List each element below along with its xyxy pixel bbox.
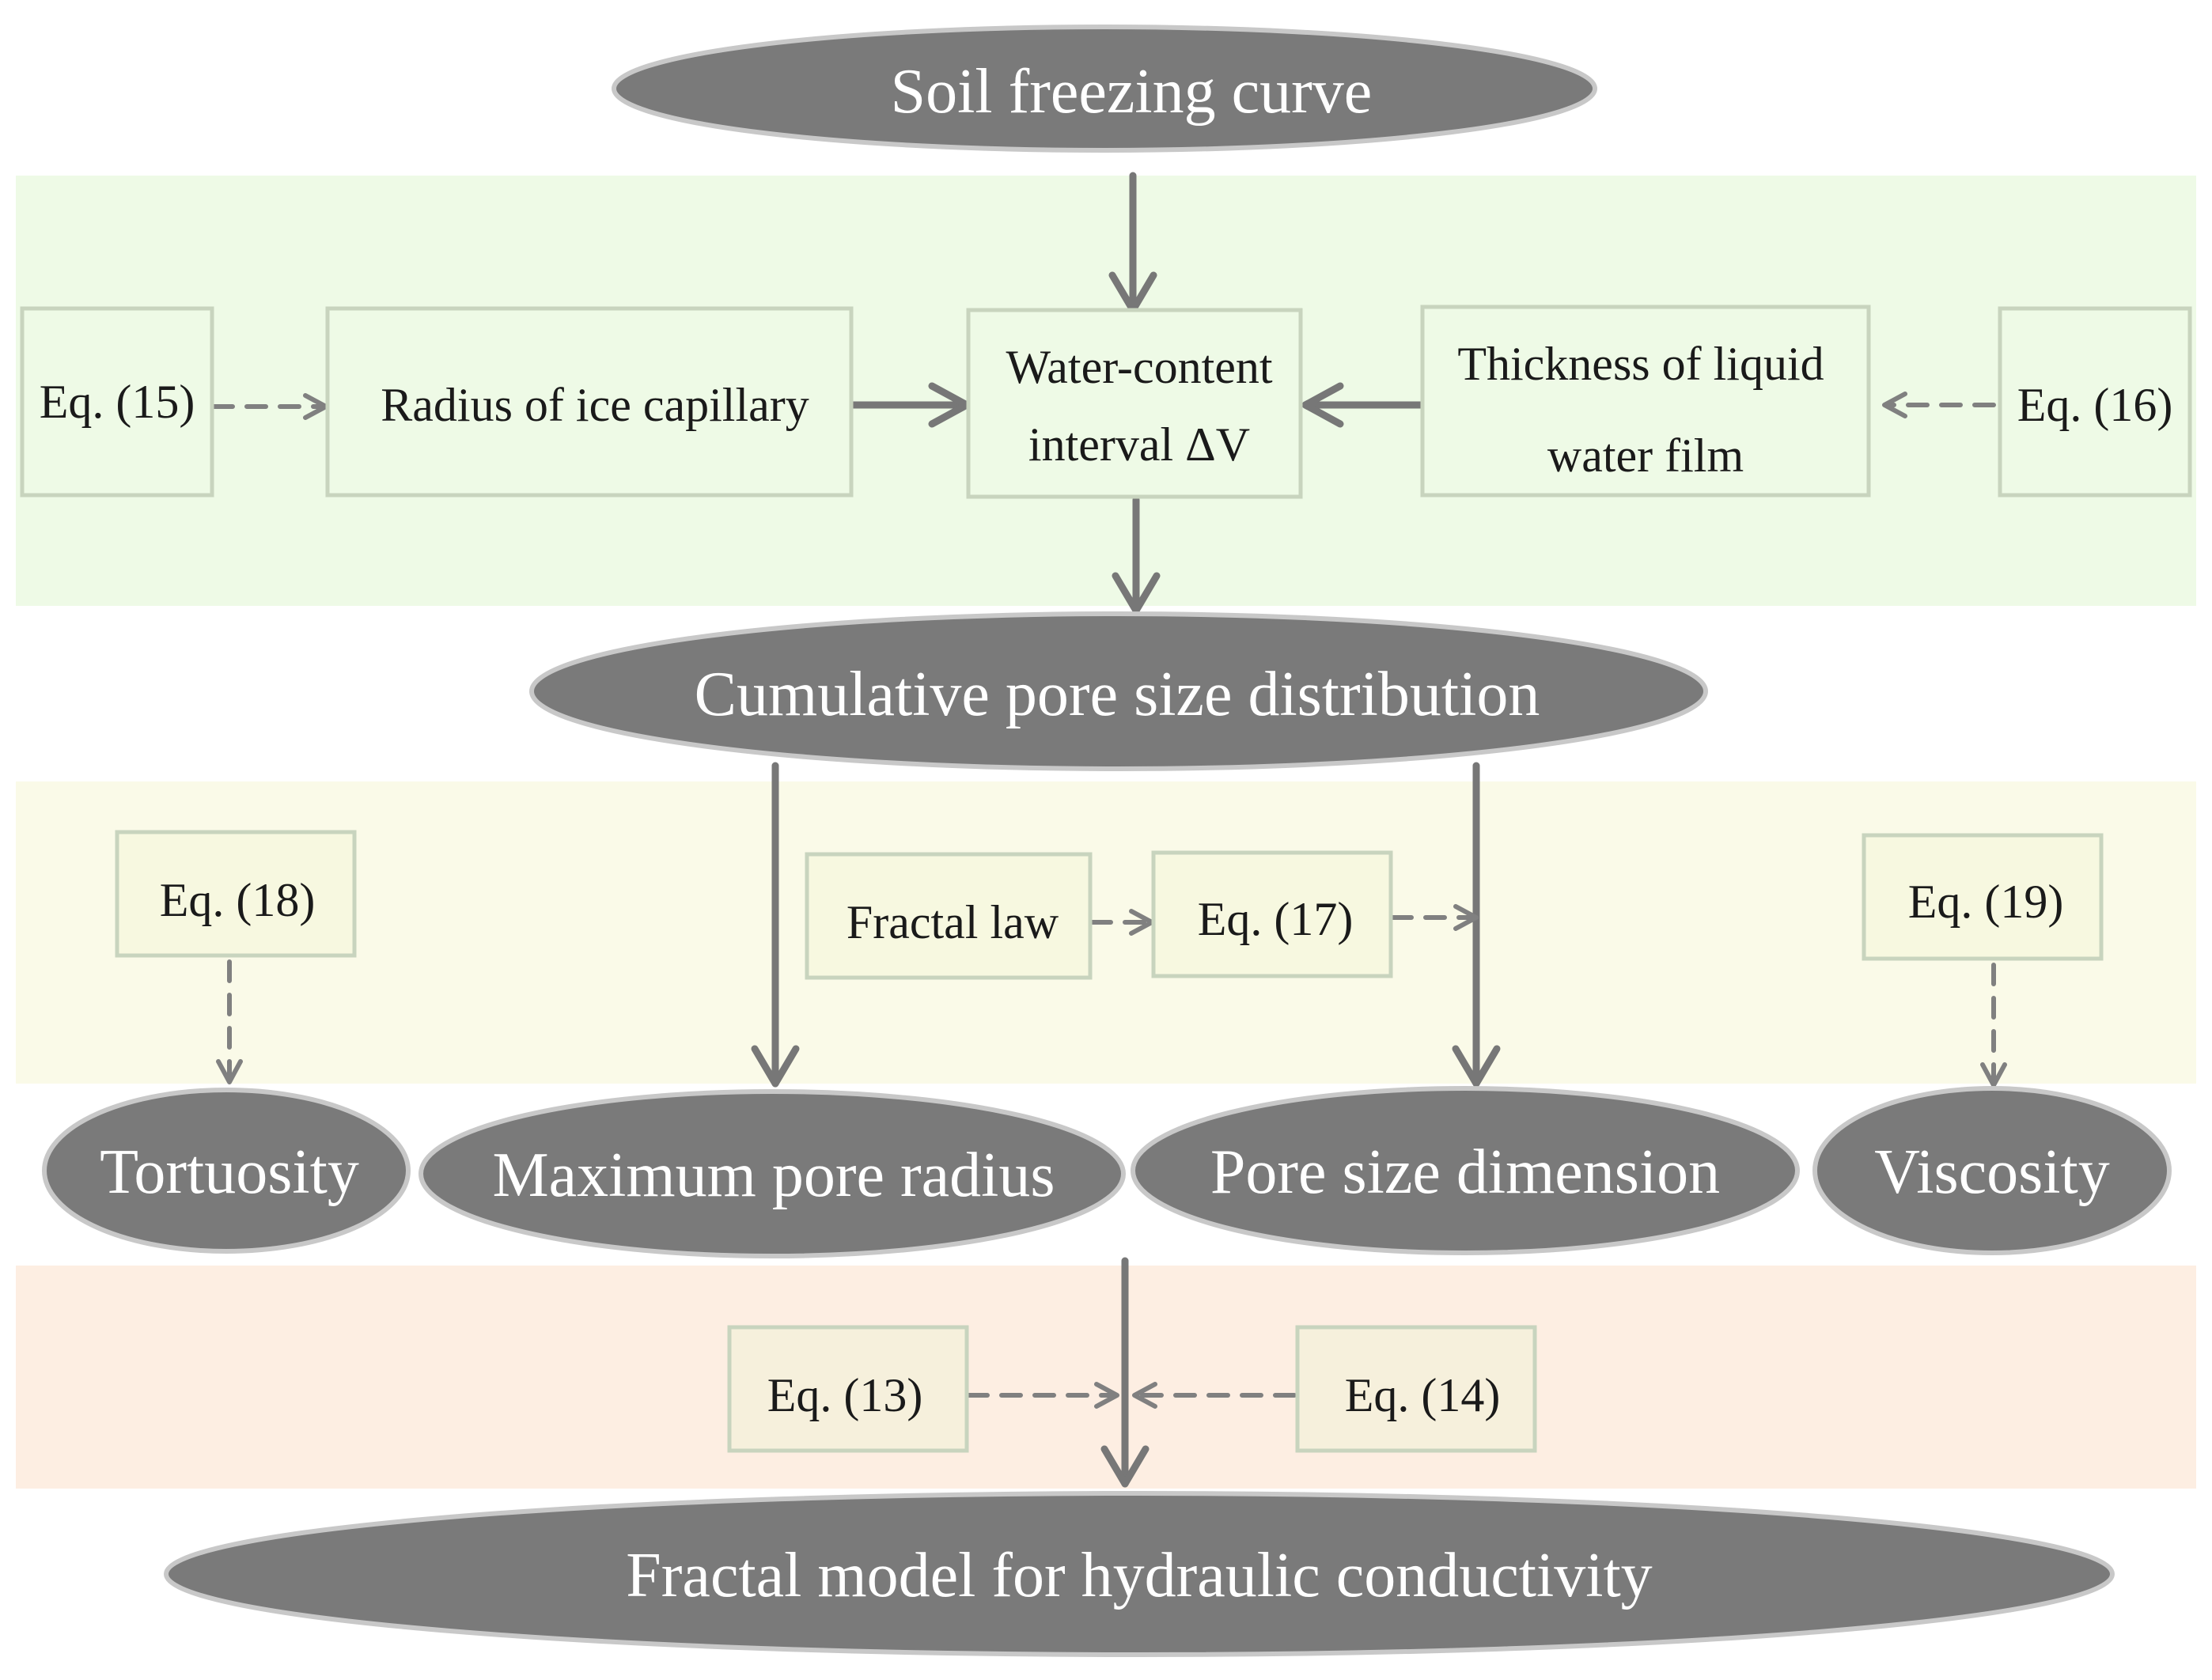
- arrow-cumulative-to-pore-size-dimension: [1452, 762, 1501, 1088]
- node-tortuosity: Tortuosity: [42, 1088, 411, 1254]
- node-fractal-model: Fractal model for hydraulic conductivity: [164, 1491, 2115, 1657]
- box-eq15: Eq. (15): [20, 306, 214, 498]
- dashed-arrow-eq18-to-tortuosity: [216, 959, 243, 1084]
- arrow-thickness-to-water-content: [1301, 382, 1426, 428]
- dashed-arrow-eq19-to-viscosity: [1980, 963, 2007, 1088]
- box-radius-ice-capillary: Radius of ice capillary: [325, 306, 854, 498]
- svg-text:interval ΔV: interval ΔV: [1028, 418, 1250, 471]
- arrow-water-content-to-cumulative: [1112, 496, 1161, 615]
- box-water-content-interval: Water-content interval ΔV: [966, 308, 1303, 499]
- dashed-arrow-eq17-to-psd-line: [1390, 904, 1479, 931]
- arrow-cumulative-to-max-pore-radius: [751, 762, 800, 1088]
- svg-text:water film: water film: [1547, 429, 1744, 482]
- svg-text:Eq. (15): Eq. (15): [40, 376, 195, 428]
- node-cumulative-psd: Cumulative pore size distribution: [529, 611, 1708, 771]
- node-viscosity: Viscosity: [1812, 1086, 2172, 1255]
- svg-text:Eq. (19): Eq. (19): [1908, 876, 2064, 928]
- node-max-pore-radius: Maximum pore radius: [419, 1089, 1126, 1258]
- svg-text:Fractal law: Fractal law: [847, 896, 1059, 948]
- band-middle: [16, 781, 2196, 1084]
- svg-text:Fractal model for hydraulic co: Fractal model for hydraulic conductivity: [626, 1541, 1652, 1610]
- svg-text:Soil freezing curve: Soil freezing curve: [891, 57, 1373, 127]
- box-eq13: Eq. (13): [727, 1325, 969, 1453]
- box-fractal-law: Fractal law: [805, 852, 1093, 980]
- svg-text:Tortuosity: Tortuosity: [100, 1137, 359, 1207]
- svg-text:Eq. (17): Eq. (17): [1198, 893, 1354, 945]
- arrow-middle-to-fractal-model: [1100, 1257, 1150, 1488]
- box-eq17: Eq. (17): [1151, 850, 1393, 978]
- svg-text:Eq. (18): Eq. (18): [160, 874, 316, 926]
- box-eq14: Eq. (14): [1295, 1325, 1537, 1453]
- svg-text:Water-content: Water-content: [1006, 341, 1272, 393]
- dashed-arrow-eq14-to-center: [1132, 1382, 1297, 1409]
- svg-text:Eq. (16): Eq. (16): [2017, 379, 2173, 431]
- box-thickness-liquid-water-film: Thickness of liquid water film: [1420, 305, 1871, 498]
- svg-text:Pore size dimension: Pore size dimension: [1210, 1137, 1720, 1207]
- svg-text:Radius of ice capillary: Radius of ice capillary: [381, 379, 809, 431]
- svg-text:Eq. (14): Eq. (14): [1345, 1369, 1501, 1421]
- node-soil-freezing-curve: Soil freezing curve: [612, 25, 1597, 153]
- dashed-arrow-eq13-to-center: [966, 1382, 1119, 1409]
- dashed-arrow-eq16-to-thickness: [1882, 392, 1996, 418]
- svg-text:Thickness of liquid: Thickness of liquid: [1457, 338, 1824, 390]
- box-eq16: Eq. (16): [1998, 306, 2192, 498]
- svg-text:Viscosity: Viscosity: [1874, 1137, 2109, 1207]
- svg-text:Maximum pore radius: Maximum pore radius: [493, 1141, 1055, 1210]
- svg-text:Eq. (13): Eq. (13): [767, 1369, 923, 1421]
- box-eq19: Eq. (19): [1862, 833, 2104, 961]
- box-eq18: Eq. (18): [115, 830, 357, 958]
- node-pore-size-dimension: Pore size dimension: [1131, 1086, 1800, 1255]
- svg-text:Cumulative pore size distribut: Cumulative pore size distribution: [695, 660, 1540, 729]
